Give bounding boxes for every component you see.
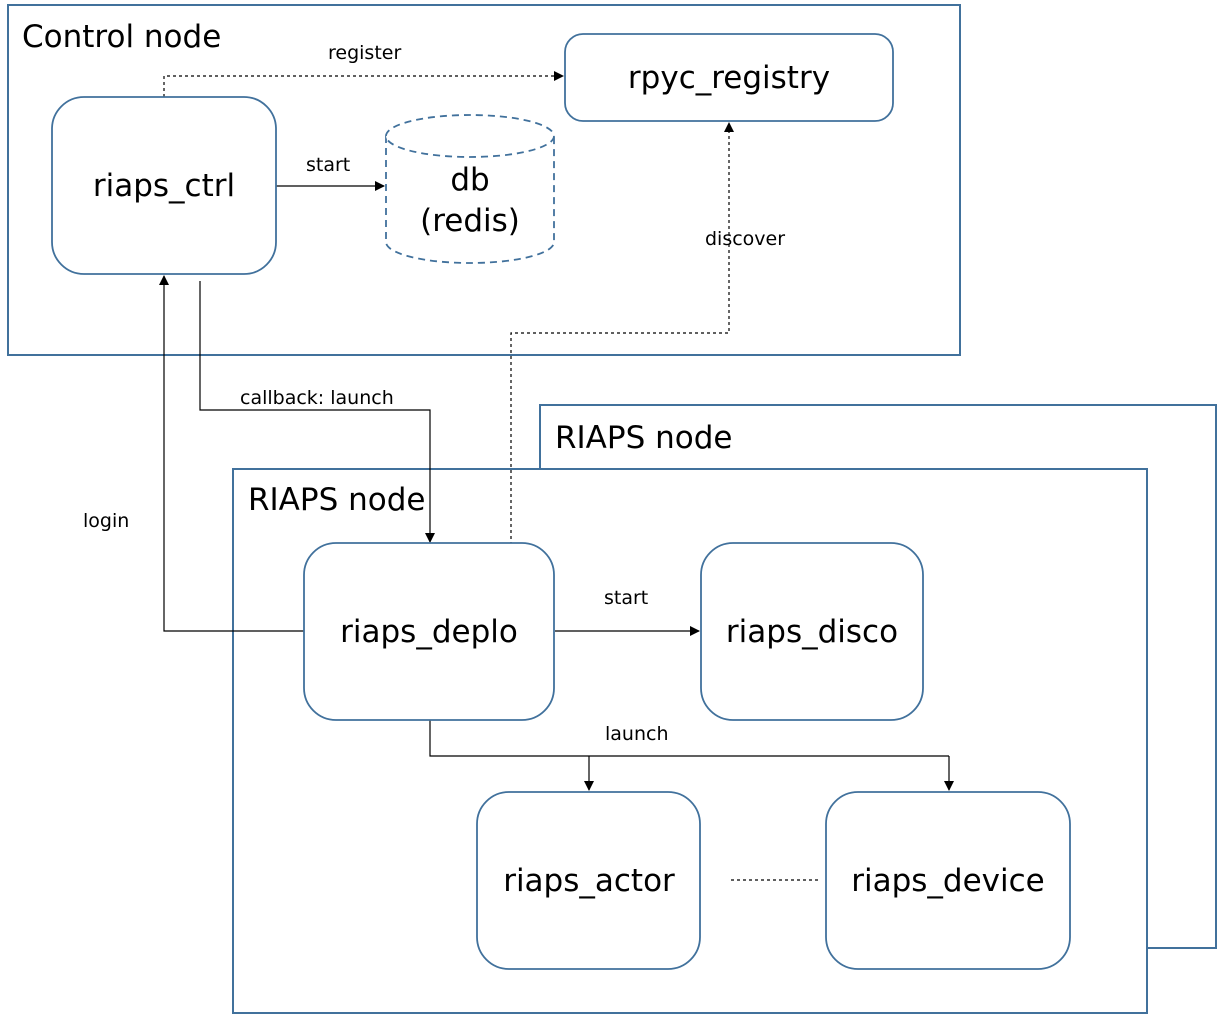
callback-launch-label: callback: launch (240, 387, 394, 409)
login-label: login (83, 510, 129, 532)
riaps-actor-label: riaps_actor (503, 863, 675, 899)
riaps-deplo-label: riaps_deplo (340, 614, 518, 650)
db-label-line2: (redis) (420, 203, 520, 239)
login-edge (159, 275, 304, 632)
riaps-disco-label: riaps_disco (726, 614, 898, 650)
rpyc-registry-node: rpyc_registry (564, 33, 894, 122)
edges: register start discover callback: launch… (83, 42, 954, 881)
riaps-ctrl-box (51, 96, 277, 275)
riaps-deplo-box (303, 542, 555, 721)
riaps-device-node: riaps_device (825, 791, 1071, 970)
riaps-disco-node: riaps_disco (700, 542, 924, 721)
riaps-deplo-node: riaps_deplo (303, 542, 555, 721)
riaps-actor-node: riaps_actor (476, 791, 701, 970)
riaps-disco-box (700, 542, 924, 721)
start-db-label: start (306, 154, 350, 176)
db-cylinder-body (385, 136, 555, 264)
db-label-line1: db (450, 162, 489, 198)
riaps-node-front-title: RIAPS node (248, 482, 425, 518)
discover-edge (510, 122, 734, 545)
launch-label: launch (605, 723, 669, 745)
start-disco-label: start (604, 587, 648, 609)
register-edge (163, 71, 564, 97)
riaps-device-box (825, 791, 1071, 970)
launch-trunk-edge (429, 720, 949, 757)
db-cylinder-top (385, 114, 555, 158)
control-node-title: Control node (22, 19, 221, 55)
riaps-ctrl-node: riaps_ctrl (51, 96, 277, 275)
riaps-actor-box (476, 791, 701, 970)
db-cylinder: db (redis) (385, 114, 555, 264)
register-label: register (328, 42, 401, 64)
riaps-node-back-title: RIAPS node (555, 420, 732, 456)
riaps-ctrl-label: riaps_ctrl (93, 168, 235, 204)
rpyc-registry-label: rpyc_registry (628, 60, 830, 96)
rpyc-registry-box (564, 33, 894, 122)
discover-label: discover (705, 228, 785, 250)
callback-launch-edge (199, 281, 435, 543)
riaps-device-label: riaps_device (851, 863, 1045, 899)
